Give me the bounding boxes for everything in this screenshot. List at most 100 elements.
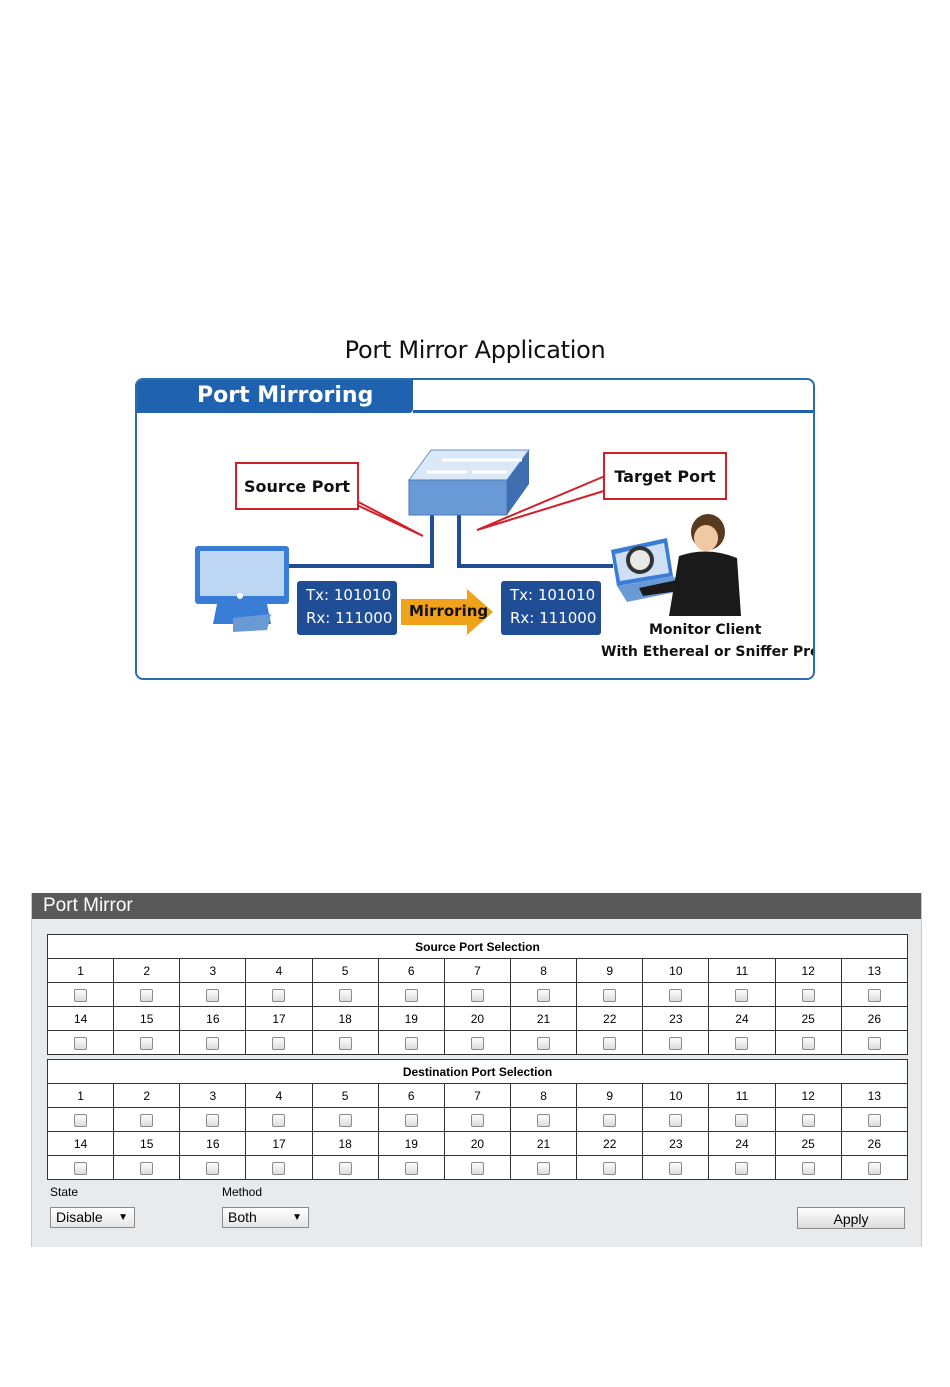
- destination-port-checkbox[interactable]: [537, 1161, 551, 1175]
- checkbox-cell: [443, 1030, 511, 1055]
- source-port-checkbox[interactable]: [801, 1036, 815, 1050]
- source-port-checkbox[interactable]: [669, 1036, 683, 1050]
- dropdown-arrow-icon: ▼: [118, 1212, 128, 1223]
- source-port-checkbox[interactable]: [74, 988, 88, 1002]
- destination-port-checkbox[interactable]: [470, 1161, 484, 1175]
- checkbox-cell: [311, 982, 379, 1007]
- source-port-checkbox[interactable]: [338, 988, 352, 1002]
- state-select[interactable]: Disable ▼: [50, 1207, 135, 1228]
- destination-port-checkbox[interactable]: [801, 1113, 815, 1127]
- port-number-cell: 23: [642, 1131, 710, 1156]
- destination-port-checkbox[interactable]: [537, 1113, 551, 1127]
- state-select-value: Disable: [56, 1209, 103, 1225]
- checkbox-cell: [509, 982, 578, 1007]
- method-select-value: Both: [228, 1209, 257, 1225]
- destination-port-checkbox[interactable]: [272, 1113, 286, 1127]
- port-number-cell: 3: [179, 958, 247, 983]
- source-port-checkbox[interactable]: [206, 1036, 220, 1050]
- checkbox-cell: [113, 1030, 181, 1055]
- source-port-checkbox[interactable]: [470, 988, 484, 1002]
- destination-port-checkbox[interactable]: [603, 1113, 617, 1127]
- source-port-checkbox[interactable]: [603, 988, 617, 1002]
- port-number-cell: 2: [113, 958, 181, 983]
- destination-port-checkbox[interactable]: [867, 1113, 881, 1127]
- target-port-callout: Target Port: [603, 452, 727, 500]
- diagram-artwork: [195, 449, 741, 635]
- checkbox-cell: [774, 982, 842, 1007]
- destination-port-checkbox[interactable]: [470, 1113, 484, 1127]
- destination-port-checkbox[interactable]: [338, 1161, 352, 1175]
- checkbox-cell: [708, 982, 776, 1007]
- port-number-cell: 22: [576, 1006, 644, 1031]
- checkbox-cell: [642, 1155, 710, 1180]
- destination-port-checkbox[interactable]: [206, 1113, 220, 1127]
- checkbox-cell: [576, 1155, 644, 1180]
- source-port-checkbox[interactable]: [867, 988, 881, 1002]
- port-number-cell: 7: [443, 958, 511, 983]
- destination-port-checkbox[interactable]: [801, 1161, 815, 1175]
- method-select[interactable]: Both ▼: [222, 1207, 309, 1228]
- port-number-cell: 6: [377, 1083, 445, 1108]
- port-number-cell: 26: [840, 1131, 909, 1156]
- apply-button[interactable]: Apply: [797, 1207, 905, 1229]
- port-number-cell: 15: [113, 1131, 181, 1156]
- port-number-cell: 9: [576, 1083, 644, 1108]
- port-number-cell: 20: [443, 1131, 511, 1156]
- source-port-checkbox[interactable]: [867, 1036, 881, 1050]
- checkbox-cell: [245, 1107, 313, 1132]
- checkbox-cell: [443, 1155, 511, 1180]
- source-port-checkbox[interactable]: [272, 988, 286, 1002]
- destination-port-checkbox[interactable]: [140, 1161, 154, 1175]
- checkbox-cell: [840, 1155, 909, 1180]
- checkbox-cell: [311, 1030, 379, 1055]
- checkbox-cell: [46, 1030, 115, 1055]
- source-tx: Tx: 101010: [306, 586, 392, 604]
- port-number-cell: 14: [46, 1006, 115, 1031]
- destination-port-checkbox[interactable]: [735, 1161, 749, 1175]
- destination-port-checkbox[interactable]: [603, 1161, 617, 1175]
- source-port-checkbox[interactable]: [669, 988, 683, 1002]
- source-port-checkbox[interactable]: [272, 1036, 286, 1050]
- checkbox-cell: [509, 1155, 578, 1180]
- source-port-checkbox[interactable]: [470, 1036, 484, 1050]
- checkbox-cell: [311, 1155, 379, 1180]
- port-number-cell: 12: [774, 958, 842, 983]
- destination-port-checkbox[interactable]: [74, 1161, 88, 1175]
- destination-port-checkbox[interactable]: [669, 1113, 683, 1127]
- source-port-checkbox[interactable]: [206, 988, 220, 1002]
- checkbox-cell: [179, 1030, 247, 1055]
- destination-port-checkbox[interactable]: [206, 1161, 220, 1175]
- source-port-checkbox[interactable]: [338, 1036, 352, 1050]
- destination-port-checkbox[interactable]: [140, 1113, 154, 1127]
- port-mirroring-diagram: Port Mirroring: [135, 378, 815, 680]
- checkbox-cell: [576, 1030, 644, 1055]
- checkbox-cell: [708, 1107, 776, 1132]
- state-label: State: [50, 1185, 79, 1199]
- destination-port-checkbox[interactable]: [404, 1161, 418, 1175]
- destination-port-checkbox[interactable]: [272, 1161, 286, 1175]
- source-port-checkbox[interactable]: [140, 988, 154, 1002]
- port-number-cell: 5: [311, 958, 379, 983]
- source-port-checkbox[interactable]: [735, 988, 749, 1002]
- source-port-checkbox[interactable]: [537, 988, 551, 1002]
- source-port-checkbox[interactable]: [801, 988, 815, 1002]
- destination-port-checkbox[interactable]: [404, 1113, 418, 1127]
- checkbox-cell: [46, 982, 115, 1007]
- mirroring-label: Mirroring: [409, 602, 489, 620]
- source-port-checkbox[interactable]: [537, 1036, 551, 1050]
- destination-port-checkbox[interactable]: [669, 1161, 683, 1175]
- source-port-checkbox[interactable]: [74, 1036, 88, 1050]
- source-port-checkbox[interactable]: [603, 1036, 617, 1050]
- destination-port-checkbox[interactable]: [735, 1113, 749, 1127]
- target-traffic-box: Tx: 101010 Rx: 111000: [501, 581, 601, 635]
- source-port-checkbox[interactable]: [735, 1036, 749, 1050]
- checkbox-cell: [179, 1107, 247, 1132]
- source-port-checkbox[interactable]: [140, 1036, 154, 1050]
- destination-port-checkbox[interactable]: [74, 1113, 88, 1127]
- source-port-checkbox[interactable]: [404, 1036, 418, 1050]
- destination-port-checkbox[interactable]: [338, 1113, 352, 1127]
- destination-port-checkbox[interactable]: [867, 1161, 881, 1175]
- source-port-checkbox[interactable]: [404, 988, 418, 1002]
